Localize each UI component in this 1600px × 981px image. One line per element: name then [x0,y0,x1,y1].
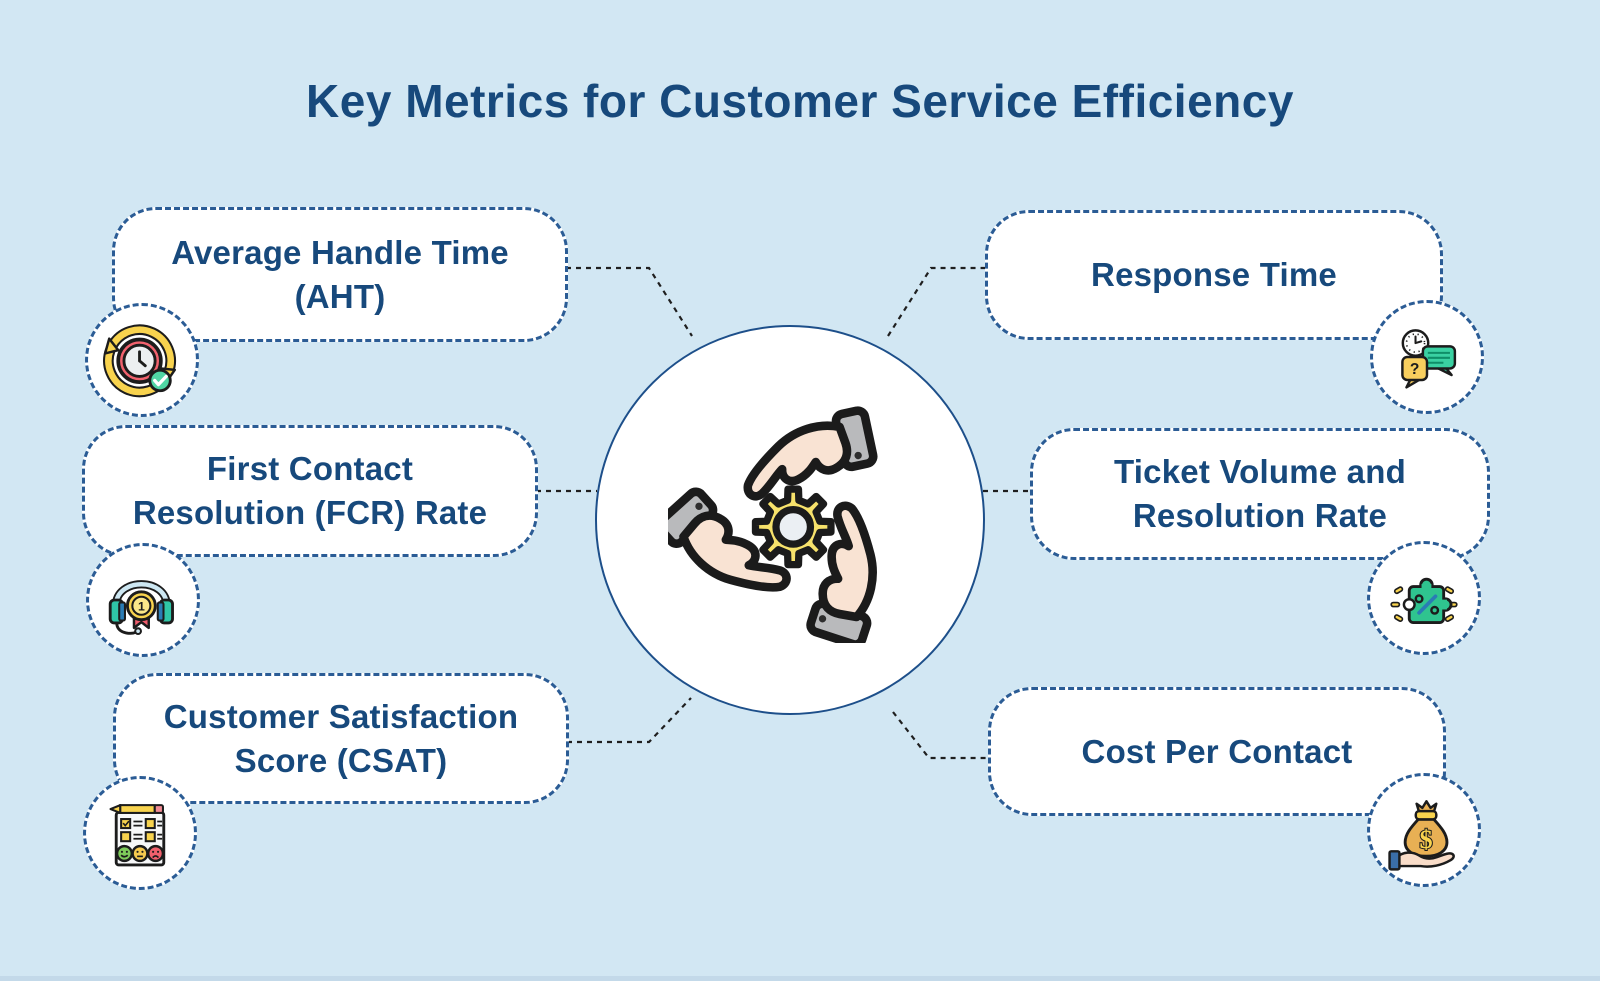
icon-circle-ticket-volume [1367,541,1481,655]
icon-circle-fcr: 1 [86,543,200,657]
clock-chat-bubbles-icon: ? [1401,329,1457,389]
metric-label: Response Time [1091,256,1337,294]
icon-circle-aht [85,303,199,417]
metric-box-customer-satisfaction: Customer Satisfaction Score (CSAT) [113,673,569,804]
page-title: Key Metrics for Customer Service Efficie… [306,75,1294,127]
metric-box-average-handle-time: Average Handle Time (AHT) [112,207,568,342]
metric-label: Cost Per Contact [1081,732,1353,770]
svg-text:1: 1 [138,599,145,613]
metric-label: Ticket Volume and Resolution Rate [1114,453,1406,534]
metric-label: Average Handle Time (AHT) [171,233,509,315]
metric-label: Customer Satisfaction Score (CSAT) [163,697,519,779]
svg-text:$: $ [1419,825,1432,854]
survey-smiley-faces-icon [109,804,166,867]
metric-label: First Contact Resolution (FCR) Rate [132,450,488,531]
icon-circle-response-time: ? [1370,300,1484,414]
headset-first-place-medal-icon: 1 [108,580,174,636]
metric-box-response-time: Response Time [985,210,1443,340]
hand-money-bag-icon: $ [1388,800,1455,871]
metric-box-ticket-volume: Ticket Volume and Resolution Rate [1030,428,1490,560]
hands-around-gear-icon [668,398,913,643]
metric-box-first-contact-resolution: First Contact Resolution (FCR) Rate [82,425,538,557]
svg-text:?: ? [1410,361,1420,378]
puzzle-percent-icon [1390,577,1458,625]
center-hub-circle [595,325,985,715]
bottom-edge-strip [0,976,1600,981]
icon-circle-cost-per-contact: $ [1367,773,1481,887]
icon-circle-csat [83,776,197,890]
clock-refresh-check-icon [103,324,177,398]
metric-box-cost-per-contact: Cost Per Contact [988,687,1446,816]
